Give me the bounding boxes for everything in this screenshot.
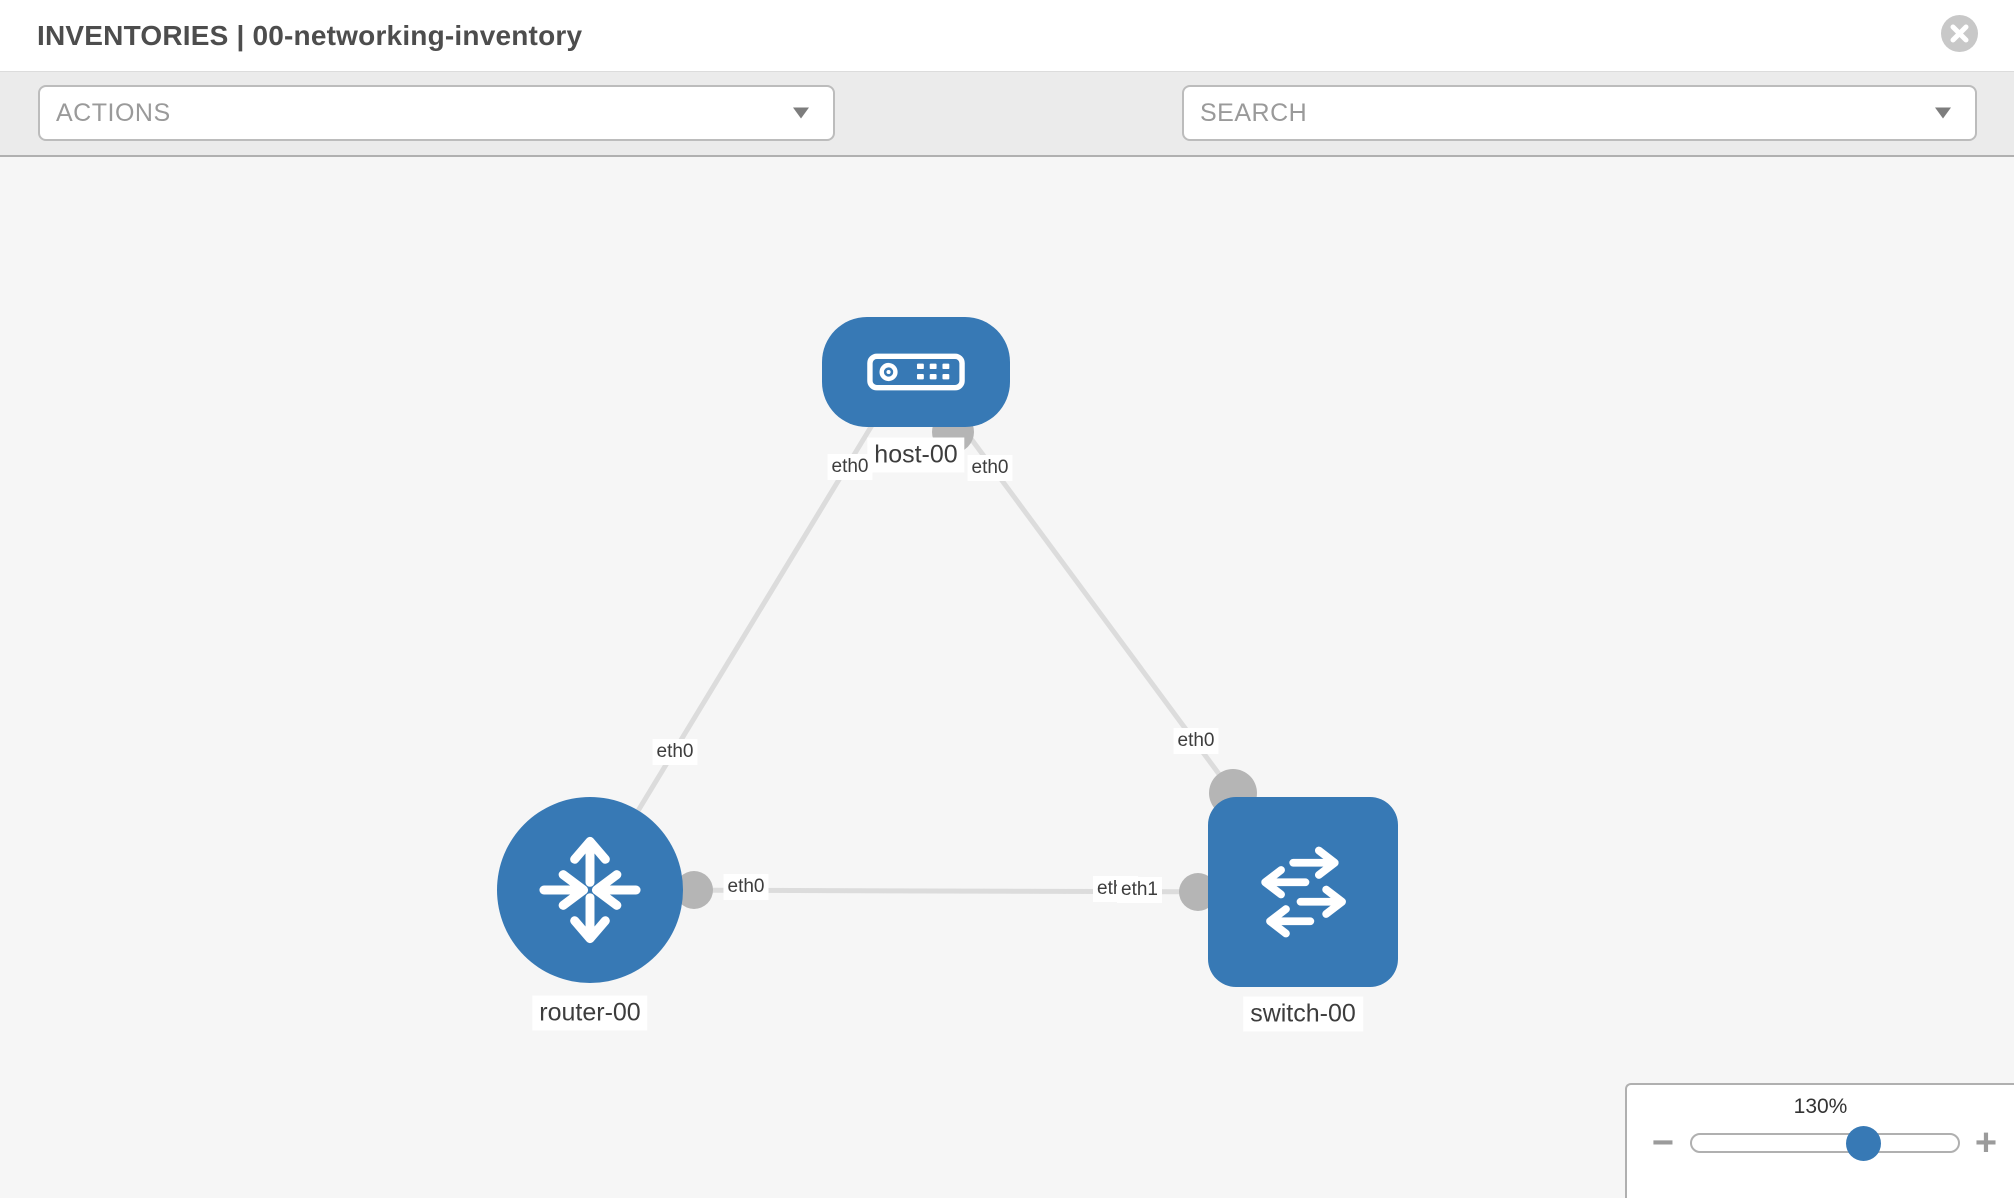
search-dropdown-label: SEARCH xyxy=(1200,98,1308,127)
zoom-slider-handle[interactable] xyxy=(1846,1126,1881,1161)
node-host-00[interactable] xyxy=(822,317,1010,427)
zoom-in-button[interactable]: + xyxy=(1974,1122,1998,1164)
iface-dot-router-right[interactable] xyxy=(675,871,713,909)
topology-canvas[interactable]: host-00 router-00 switch-00 eth0 eth0 et… xyxy=(0,157,2014,1198)
header-bar: INVENTORIES | 00-networking-inventory xyxy=(0,0,2014,72)
iface-label-router-to-host: eth0 xyxy=(652,739,698,765)
iface-label-host-to-switch: eth0 xyxy=(967,455,1013,481)
iface-label-switch-to-router: eth1 xyxy=(1117,877,1162,903)
node-label-router: router-00 xyxy=(532,995,648,1031)
toolbar: ACTIONS SEARCH xyxy=(0,72,2014,202)
zoom-level: 130% xyxy=(1793,1095,1848,1118)
actions-dropdown-label: ACTIONS xyxy=(56,98,171,127)
node-label-host: host-00 xyxy=(867,437,965,473)
page-title: INVENTORIES | 00-networking-inventory xyxy=(37,19,583,51)
topology-links-layer xyxy=(587,410,1257,911)
chevron-down-icon xyxy=(793,107,809,119)
link-lines xyxy=(587,410,1251,895)
close-button[interactable] xyxy=(1941,15,1978,52)
host-server-icon xyxy=(867,353,965,391)
node-switch-00[interactable] xyxy=(1208,797,1398,987)
router-icon xyxy=(539,836,641,944)
zoom-slider-track[interactable] xyxy=(1690,1133,1960,1153)
node-router-00[interactable] xyxy=(497,797,683,983)
iface-label-router-to-switch: eth0 xyxy=(723,874,769,900)
actions-dropdown[interactable]: ACTIONS xyxy=(38,85,835,141)
zoom-panel: 130% − + xyxy=(1625,1083,2014,1198)
chevron-down-icon xyxy=(1935,107,1951,119)
iface-label-host-to-router: eth0 xyxy=(827,454,873,480)
interface-dots xyxy=(675,411,1257,911)
iface-dot-switch-left[interactable] xyxy=(1179,873,1217,911)
node-label-switch: switch-00 xyxy=(1243,996,1363,1032)
iface-label-switch-to-host: eth0 xyxy=(1173,728,1219,754)
search-dropdown[interactable]: SEARCH xyxy=(1182,85,1977,141)
zoom-out-button[interactable]: − xyxy=(1651,1122,1675,1164)
switch-icon xyxy=(1261,846,1346,938)
close-icon xyxy=(1950,24,1969,43)
